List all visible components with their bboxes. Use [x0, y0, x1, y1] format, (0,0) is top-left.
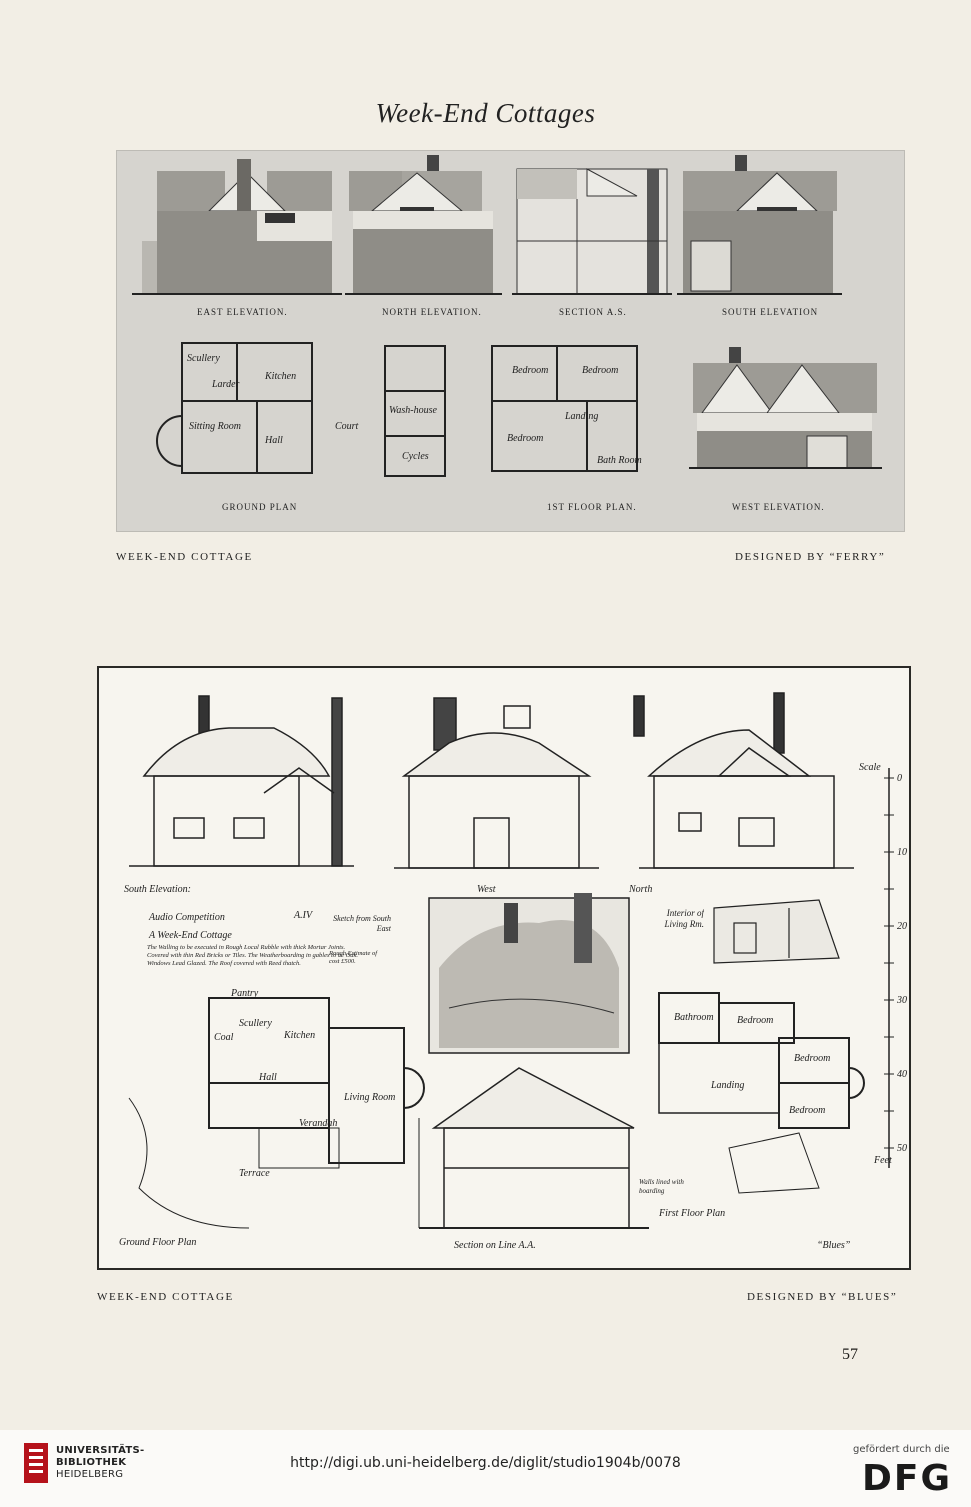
interior-label: Interior of Living Rm.	[664, 908, 705, 929]
az-mark: A.IV	[293, 910, 314, 921]
scale-tick-label: 50	[897, 1143, 907, 1154]
ground-plan	[156, 342, 313, 474]
ground-plan-labels: Kitchen Sitting Room Hall Scullery Larde…	[187, 353, 297, 512]
room-sitting: Sitting Room	[189, 421, 241, 432]
room-kitchen: Kitchen	[283, 1030, 315, 1041]
estimate-label: Rough Estimate of cost £500.	[329, 950, 378, 965]
interior-sketch	[713, 899, 840, 964]
room-bath: Bath Room	[597, 455, 642, 466]
first-floor-plan	[491, 345, 638, 472]
funded-by-text: gefördert durch die	[853, 1444, 950, 1455]
scale-tick-label: 10	[897, 847, 907, 858]
label-west: West	[477, 884, 496, 895]
room-cycles: Cycles	[402, 451, 429, 462]
book-page: Week-End Cottages EAST ELEVATION.	[97, 98, 911, 1363]
room-hall: Hall	[264, 435, 283, 446]
library-logo-icon	[24, 1443, 48, 1483]
page-title: Week-End Cottages	[375, 98, 596, 128]
room-bedroom-c: Bedroom	[789, 1105, 825, 1116]
label-north: North	[628, 884, 652, 895]
label-south-elevation: South Elevation:	[124, 884, 191, 895]
room-scullery: Scullery	[187, 353, 220, 364]
room-wash: Wash-house	[389, 405, 438, 416]
footer-bar	[0, 1430, 971, 1507]
plate-ferry: EAST ELEVATION. NORTH ELEVATION.	[116, 150, 905, 532]
west-elevation: WEST ELEVATION.	[689, 347, 882, 512]
room-terrace: Terrace	[239, 1168, 270, 1179]
room-verandah: Verandah	[299, 1118, 337, 1129]
room-kitchen: Kitchen	[264, 371, 296, 382]
blues-ground-plan	[128, 997, 425, 1229]
caption-ferry-left: WEEK-END COTTAGE	[116, 551, 253, 563]
east-elevation: EAST ELEVATION.	[132, 159, 342, 317]
scale-tick-label: 30	[896, 995, 907, 1006]
label-section: Section on Line A.A.	[454, 1240, 536, 1251]
dfg-logo: DFG	[862, 1458, 953, 1499]
competition-title: Audio Competition	[148, 912, 225, 923]
room-bedroom-2: Bedroom	[582, 365, 618, 376]
label-first-floor-plan: 1ST FLOOR PLAN.	[547, 502, 637, 512]
label-section: SECTION A.S.	[559, 307, 627, 317]
scale-tick-label: 0	[897, 773, 902, 784]
label-west-elevation: WEST ELEVATION.	[732, 502, 825, 512]
room-bedroom-1: Bedroom	[512, 365, 548, 376]
library-line-3: HEIDELBERG	[56, 1469, 124, 1480]
room-landing: Landing	[710, 1080, 744, 1091]
caption-blues-right: DESIGNED BY “BLUES”	[747, 1291, 898, 1303]
designer-signature: “Blues”	[817, 1240, 851, 1251]
blues-section	[418, 1067, 649, 1229]
outbuildings-plan	[384, 345, 446, 477]
room-bedroom-3: Bedroom	[507, 433, 543, 444]
caption-blues-left: WEEK-END COTTAGE	[97, 1291, 234, 1303]
blues-west-elevation	[394, 697, 599, 869]
south-elevation: SOUTH ELEVATION	[677, 155, 842, 317]
label-north-elevation: NORTH ELEVATION.	[382, 307, 482, 317]
room-landing: Landing	[564, 411, 598, 422]
label-ground-plan: GROUND PLAN	[222, 502, 297, 512]
perspective-sketch	[428, 893, 630, 1054]
room-pantry: Pantry	[230, 988, 259, 999]
room-hall: Hall	[258, 1072, 277, 1083]
page-number: 57	[842, 1346, 858, 1363]
cottage-title: A Week-End Cottage	[148, 930, 232, 941]
label-east-elevation: EAST ELEVATION.	[197, 307, 288, 317]
room-bathroom: Bathroom	[674, 1012, 714, 1023]
library-line-1: UNIVERSITÄTS-	[56, 1445, 145, 1456]
label-first-floor-plan: First Floor Plan	[659, 1208, 726, 1219]
feet-label: Feet	[873, 1155, 892, 1166]
blues-north-elevation	[633, 692, 854, 869]
scale-tick-label: 40	[897, 1069, 907, 1080]
room-court: Court	[335, 421, 359, 432]
blues-drawings: South Elevation: West	[119, 692, 907, 1251]
room-scullery: Scullery	[239, 1018, 272, 1029]
room-coal: Coal	[214, 1032, 234, 1043]
scale-ticks: 0 10 20 30 40 50	[884, 773, 907, 1154]
room-larder: Larder	[211, 379, 240, 390]
label-ground-floor-plan: Ground Floor Plan	[119, 1237, 196, 1248]
room-bedroom-a: Bedroom	[737, 1015, 773, 1026]
walls-note: Walls lined with boarding	[639, 1178, 684, 1195]
spec-text: The Walling to be executed in Rough Loca…	[147, 944, 359, 967]
library-name: UNIVERSITÄTS- BIBLIOTHEK HEIDELBERG	[56, 1445, 145, 1481]
scale-tick-label: 20	[897, 921, 907, 932]
plate-blues: South Elevation: West	[97, 666, 911, 1270]
sketch-label: Sketch from South East	[333, 914, 391, 933]
ferry-drawings: EAST ELEVATION. NORTH ELEVATION.	[132, 155, 882, 512]
room-living: Living Room	[343, 1092, 395, 1103]
blues-south-elevation	[129, 695, 354, 867]
scale-bar: Scale Feet	[859, 762, 892, 1168]
scale-label: Scale	[859, 762, 881, 773]
north-elevation: NORTH ELEVATION.	[345, 155, 502, 317]
section-as: SECTION A.S.	[512, 168, 672, 317]
library-line-2: BIBLIOTHEK	[56, 1457, 127, 1468]
room-bedroom-b: Bedroom	[794, 1053, 830, 1064]
blues-first-plan	[658, 992, 865, 1194]
label-south-elevation: SOUTH ELEVATION	[722, 307, 818, 317]
permalink-url[interactable]: http://digi.ub.uni-heidelberg.de/diglit/…	[290, 1455, 681, 1471]
caption-ferry-right: DESIGNED BY “FERRY”	[735, 551, 886, 563]
